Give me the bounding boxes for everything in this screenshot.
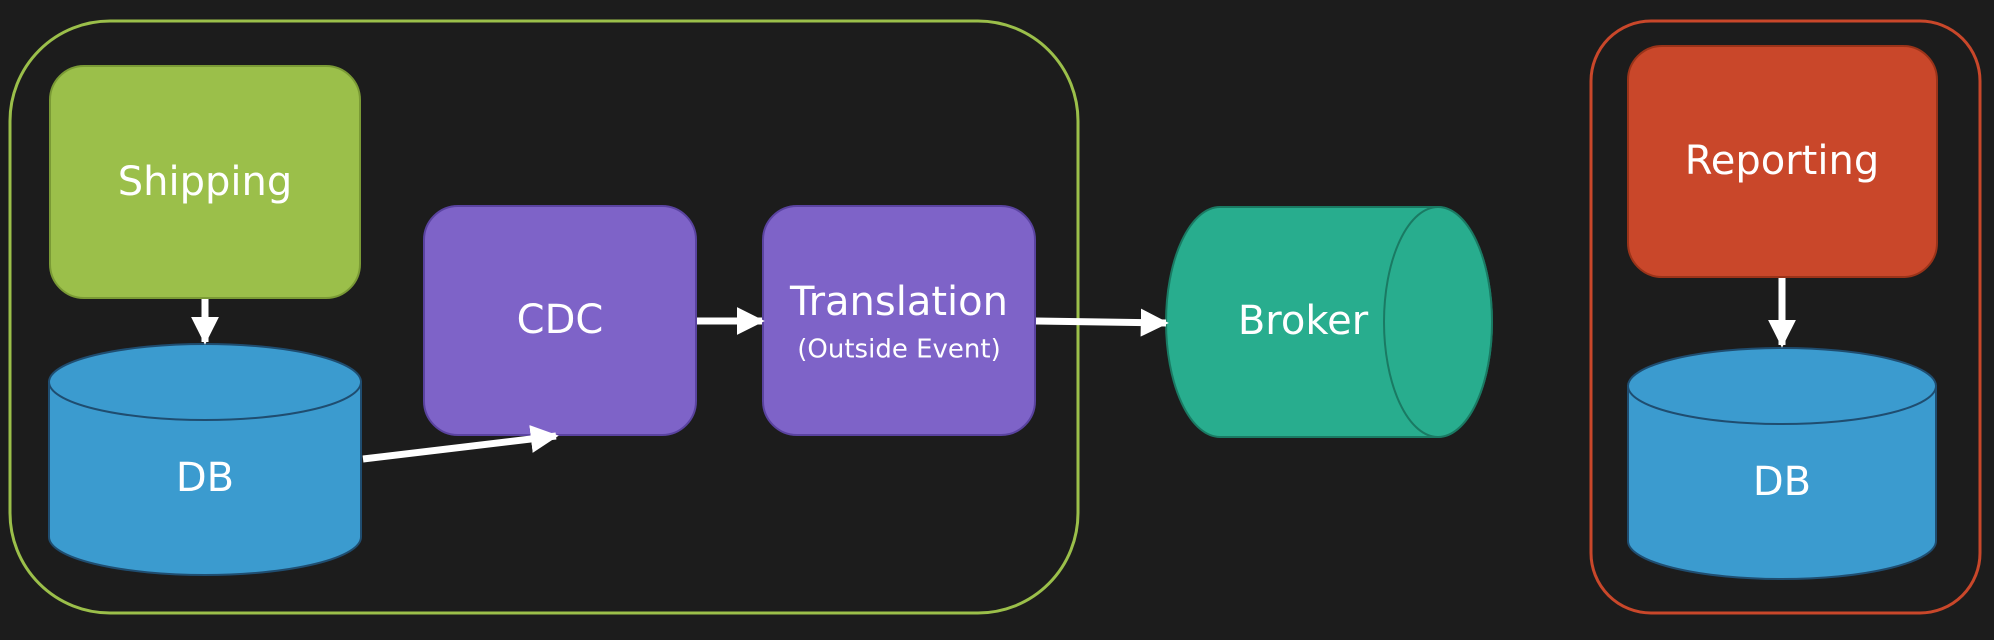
shipping-boundary <box>8 19 1080 615</box>
reporting-boundary <box>1589 19 1982 615</box>
shipping-db-node: DB <box>48 343 362 576</box>
broker-node: Broker <box>1165 206 1493 438</box>
shipping-node: Shipping <box>49 65 361 299</box>
reporting-db-label: DB <box>1753 459 1811 505</box>
arrow-translation-to-broker <box>1035 308 1169 337</box>
shipping-label: Shipping <box>118 159 293 205</box>
translation-node: Translation (Outside Event) <box>762 205 1036 436</box>
shipping-db-label: DB <box>176 455 234 501</box>
reporting-node: Reporting <box>1627 45 1938 278</box>
arrow-db-to-cdc <box>362 425 559 463</box>
cdc-node: CDC <box>423 205 697 436</box>
translation-sublabel: (Outside Event) <box>797 335 1000 365</box>
reporting-label: Reporting <box>1685 138 1879 184</box>
broker-label: Broker <box>1238 298 1369 344</box>
reporting-db-node: DB <box>1627 347 1937 580</box>
translation-label: Translation <box>789 279 1008 325</box>
cdc-label: CDC <box>517 297 604 343</box>
